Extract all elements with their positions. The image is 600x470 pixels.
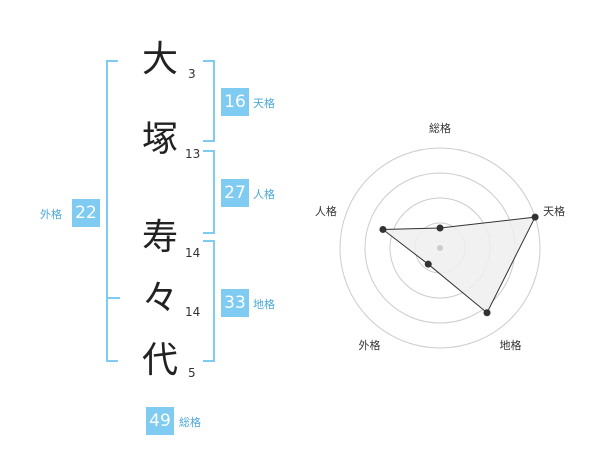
radar-point-1 — [531, 213, 539, 221]
name-char-4: 々 — [141, 278, 178, 319]
radar-axis-label-2: 地格 — [500, 338, 522, 352]
radar-axis-label-4: 人格 — [315, 204, 337, 218]
tenkaku-label: 天格 — [253, 97, 275, 110]
jinkaku-bracket — [203, 150, 215, 234]
stroke-count-5: 5 — [188, 366, 196, 380]
radar-data-points — [379, 213, 539, 317]
radar-point-0 — [436, 224, 444, 232]
name-char-5: 代 — [141, 340, 178, 381]
radar-axis-label-3: 外格 — [359, 338, 381, 352]
gaikaku-bracket-divider — [106, 297, 120, 299]
gaikaku-label: 外格 — [40, 208, 62, 221]
radar-point-2 — [483, 309, 491, 317]
name-char-1: 大 — [141, 39, 178, 80]
stroke-count-3: 14 — [185, 246, 201, 260]
tenkaku-value: 16 — [221, 88, 249, 116]
stroke-count-4: 14 — [185, 305, 201, 319]
gaikaku-bracket — [106, 60, 118, 362]
radar-axis-label-1: 天格 — [543, 204, 565, 218]
jinkaku-label: 人格 — [253, 188, 275, 201]
soukaku-label: 総格 — [179, 416, 201, 429]
chikaku-bracket — [203, 240, 215, 362]
soukaku-value: 49 — [146, 407, 174, 435]
jinkaku-value: 27 — [221, 179, 249, 207]
radar-data-polygon — [381, 216, 536, 314]
radar-center-dot — [437, 245, 443, 251]
name-char-2: 塚 — [141, 119, 178, 160]
radar-point-4 — [379, 225, 387, 233]
stroke-count-1: 3 — [188, 67, 196, 81]
stroke-count-2: 13 — [185, 147, 201, 161]
chikaku-label: 地格 — [253, 298, 275, 311]
radar-point-3 — [424, 260, 432, 268]
tenkaku-bracket — [203, 60, 215, 142]
radar-axis-label-0: 総格 — [429, 121, 451, 135]
radar-ring — [339, 147, 541, 349]
chikaku-value: 33 — [221, 289, 249, 317]
gaikaku-value: 22 — [72, 199, 100, 227]
name-char-3: 寿 — [141, 217, 178, 258]
